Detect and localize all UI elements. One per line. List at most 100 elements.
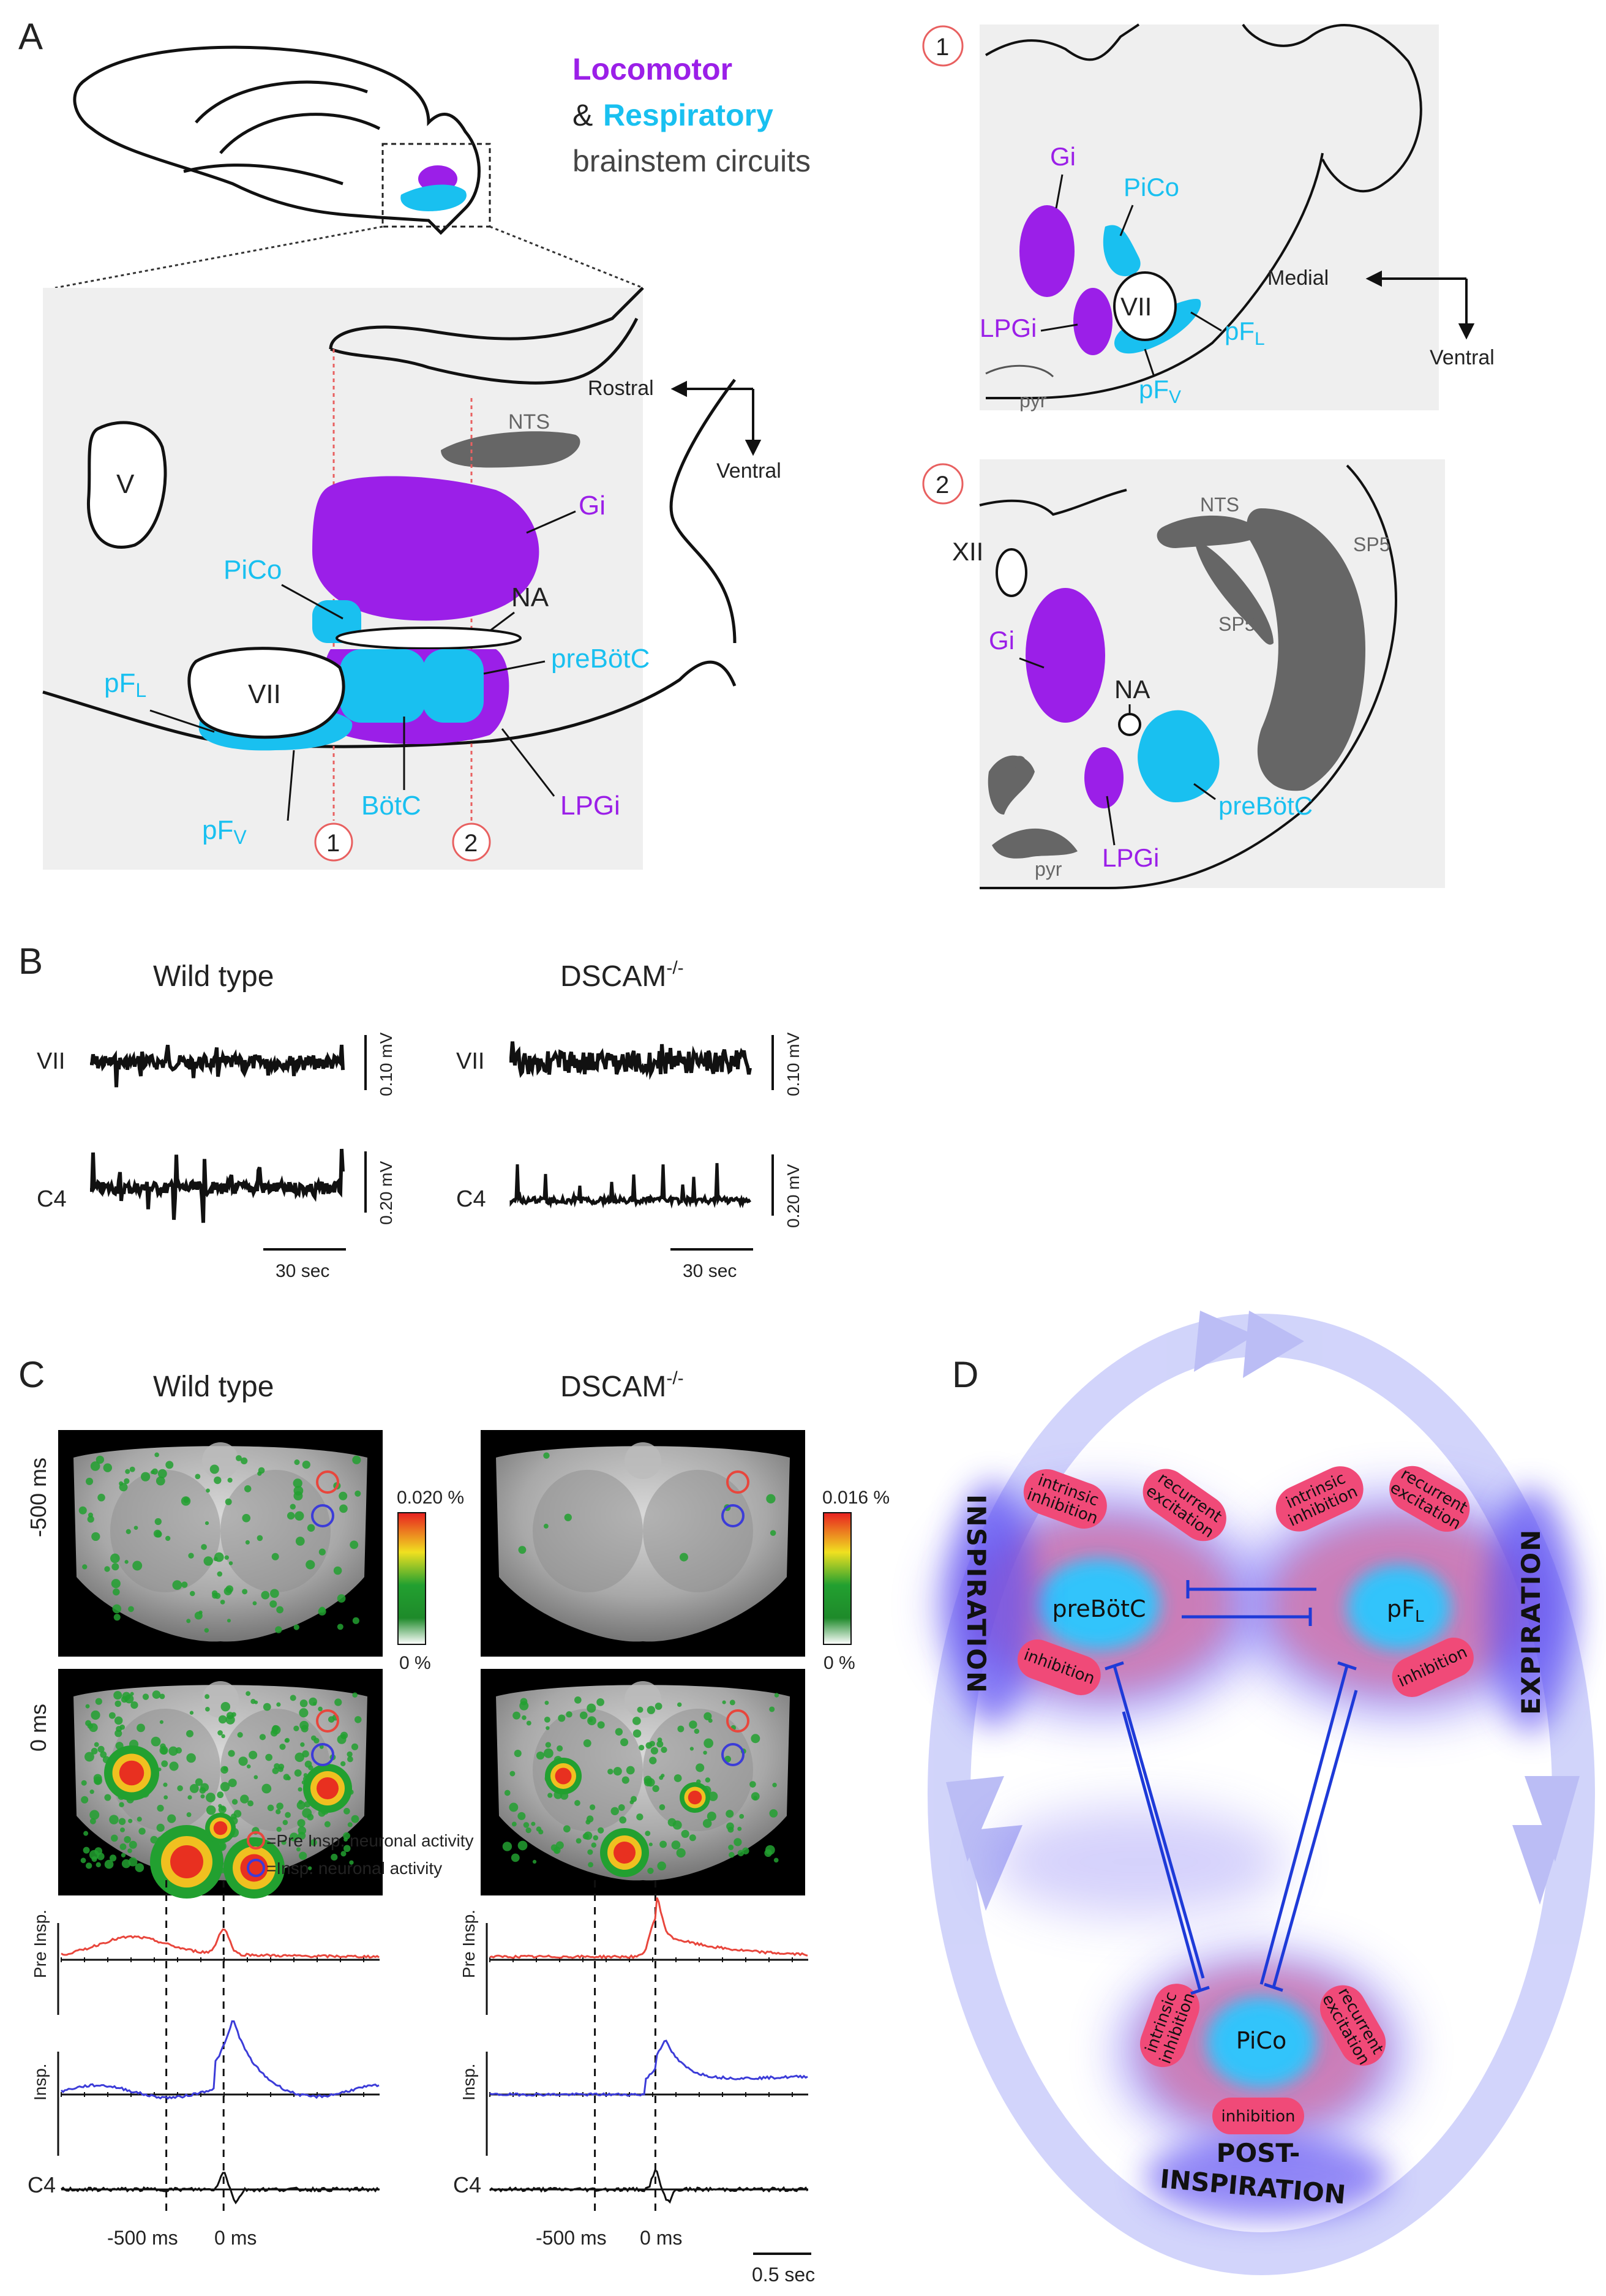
d-node-prebotc: preBötC [1052, 1595, 1146, 1622]
label-Gi: Gi [579, 491, 606, 521]
c-row-label-500: -500 ms [26, 1458, 51, 1537]
section2-label-NTS: NTS [1200, 494, 1239, 516]
leader-preBotC [483, 660, 546, 675]
b-ko-title: DSCAM-/- [560, 958, 684, 993]
section1-label-pyr: pyr [1019, 390, 1047, 412]
label-pFV: pFV [202, 815, 247, 848]
section2-LPGi [1084, 747, 1124, 808]
c-ko-c4-label: C4 [453, 2172, 481, 2197]
section1-leader-Gi [1055, 174, 1064, 209]
title-respiratory: Respiratory [603, 98, 773, 132]
c-legend-blue-ring [247, 1859, 265, 1877]
section1-leader-pFL [1190, 311, 1222, 332]
d-node-pico: PiCo [1236, 2027, 1286, 2054]
zoom-box [381, 143, 491, 228]
leader-NA [489, 611, 515, 632]
section2-NTS [1157, 515, 1261, 548]
section1-label-VII: VII [1120, 292, 1152, 321]
c-image-grid [58, 1430, 805, 1899]
panel-label-a: A [18, 16, 43, 57]
c-ko-tick-500: -500 ms [536, 2227, 607, 2249]
whole-brain-sketch [73, 45, 481, 235]
b-ko-row-c4: C4 [456, 1186, 486, 1212]
section-marker-2-text: 2 [464, 830, 478, 857]
leader-PiCo [281, 584, 343, 620]
leader-pFV [287, 750, 295, 821]
c-ko-tick-0: 0 ms [640, 2227, 682, 2249]
section2-label-NA: NA [1114, 675, 1150, 704]
section-marker-1-text: 1 [326, 830, 340, 857]
label-medial: Medial [1267, 266, 1329, 290]
label-PiCo: PiCo [223, 555, 282, 585]
section2-pyr [992, 828, 1078, 859]
panel-label-c: C [18, 1354, 45, 1395]
section1-PiCo [1103, 225, 1141, 276]
zoom-line-right [489, 225, 644, 289]
section2-IO [988, 755, 1035, 815]
section2-Gi [1026, 588, 1105, 723]
b-wt-title: Wild type [153, 960, 274, 993]
c-legend-red-ring [247, 1831, 265, 1850]
c-image-1 [58, 1669, 383, 1899]
c-wt-pre-label: Pre Insp. [31, 1910, 50, 1978]
section1-label-pFL: pFL [1225, 317, 1265, 349]
trace-ko-c4 [509, 1163, 752, 1209]
b-time-ko: 30 sec [683, 1261, 737, 1281]
d-pills [1017, 1466, 1474, 2134]
section2-SP5I-a [1194, 539, 1274, 645]
c-cbar-wt-max: 0.020 % [397, 1488, 464, 1508]
c-image-0 [58, 1430, 383, 1657]
panel-label-b: B [18, 941, 43, 982]
orientation-arrows-a [670, 380, 762, 456]
section1-label-Gi: Gi [1050, 142, 1076, 171]
section2-marker [922, 463, 964, 505]
c-cbar-ko-min: 0 % [824, 1653, 855, 1673]
section2-label-Gi: Gi [989, 626, 1015, 655]
sagittal-outline [42, 287, 737, 748]
b-scale-ko-bot-label: 0.20 mV [784, 1164, 803, 1228]
d-connections [1105, 1580, 1358, 1995]
nucleus-Gi [312, 476, 539, 621]
section2-outline [979, 464, 1398, 889]
section1-pyr-outline [985, 364, 1054, 378]
label-NA: NA [511, 582, 549, 612]
label-preBotC: preBötC [551, 644, 650, 674]
section2-preBotC [1138, 710, 1220, 802]
c-image-3 [481, 1669, 805, 1895]
zoom-line-left [54, 225, 383, 289]
section2-label-SP5: SP5 [1353, 533, 1390, 555]
resp-blob-small [400, 184, 467, 211]
panel-label-d: D [952, 1354, 978, 1395]
label-rostral: Rostral [588, 377, 654, 400]
section1-leader-LPGi [1040, 323, 1078, 332]
section2-label-preBotC: preBötC [1218, 791, 1313, 820]
c-colorbar-ko [823, 1512, 852, 1645]
label-LPGi: LPGi [560, 791, 620, 821]
b-scale-wt-bot-label: 0.20 mV [377, 1161, 396, 1225]
label-VII: VII [248, 679, 281, 709]
section1-leader-pFV [1144, 348, 1155, 377]
label-V: V [116, 469, 135, 499]
section1-Gi [1019, 205, 1075, 297]
b-wt-row-c4: C4 [37, 1186, 67, 1212]
section1-marker-text: 1 [936, 34, 949, 61]
b-scale-ko-top-label: 0.10 mV [784, 1032, 803, 1096]
label-ventral-a: Ventral [716, 459, 781, 483]
nucleus-NA [336, 627, 522, 650]
trace-ko-vii [509, 1041, 752, 1080]
c-ko-insp-label: Insp. [459, 2063, 478, 2101]
c-ko-pre-label: Pre Insp. [459, 1910, 478, 1978]
section-marker-2 [452, 822, 491, 862]
label-ventral-b: Ventral [1430, 346, 1495, 369]
d-node-pfl: pFL [1387, 1595, 1424, 1626]
section1-marker [922, 25, 964, 67]
trace-wt-c4 [90, 1148, 345, 1223]
section1-LPGi [1073, 288, 1113, 355]
c-cbar-ko-max: 0.016 % [822, 1488, 890, 1508]
section1-VII [1113, 271, 1177, 341]
section2-XII [996, 548, 1027, 597]
section2-label-pyr: pyr [1035, 858, 1062, 880]
section1-label-LPGi: LPGi [980, 314, 1037, 342]
section2-label-IO: IO [1007, 753, 1027, 773]
c-legend-blue: =Insp. neuronal activity [266, 1859, 442, 1878]
